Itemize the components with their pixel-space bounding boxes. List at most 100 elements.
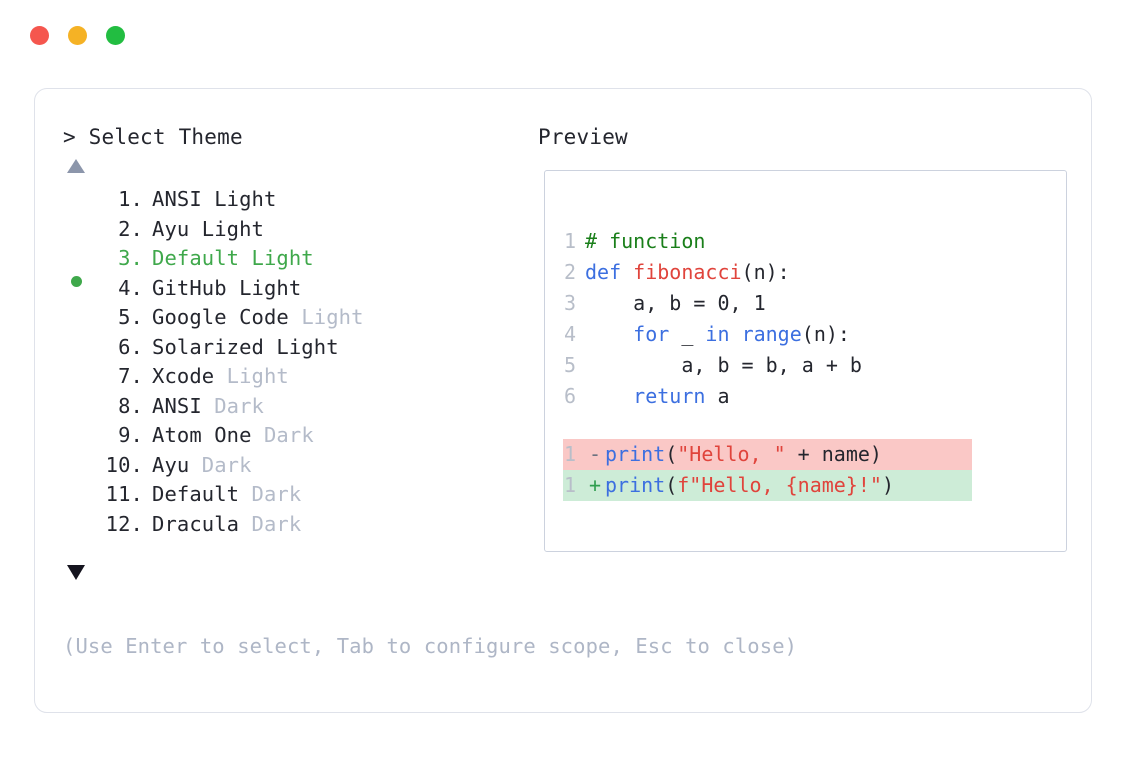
theme-item-name: Default bbox=[152, 482, 240, 506]
diff-line-text: print("Hello, " + name) bbox=[605, 439, 882, 470]
theme-list-panel: > Select Theme 1. ANSI Light 2. Ayu Light 3.… bbox=[63, 123, 538, 589]
theme-item-name: Default Light bbox=[152, 246, 314, 270]
code-token: def bbox=[585, 260, 634, 284]
code-token: + name) bbox=[785, 442, 882, 466]
code-token: _ bbox=[669, 322, 706, 346]
theme-list-item[interactable]: 7.Xcode Light bbox=[63, 362, 538, 392]
theme-item-name: Ayu Light bbox=[152, 216, 264, 241]
theme-list-item[interactable]: 3. Default Light bbox=[63, 244, 538, 287]
code-line-text: def fibonacci(n): bbox=[585, 257, 790, 288]
code-token: return bbox=[633, 384, 706, 408]
diff-line-del: 1-print("Hello, " + name) bbox=[563, 439, 972, 470]
code-line: 4 for _ in range(n): bbox=[563, 319, 1056, 350]
theme-item-index: 5. bbox=[118, 305, 143, 329]
theme-selector-card: > Select Theme 1. ANSI Light 2. Ayu Light 3.… bbox=[34, 88, 1092, 713]
theme-item-index: 3. bbox=[118, 246, 143, 270]
diff-line-add: 1+print(f"Hello, {name}!") bbox=[563, 470, 972, 501]
theme-item-index: 7. bbox=[118, 364, 143, 388]
diff-marker: - bbox=[588, 442, 602, 466]
keyboard-hint: (Use Enter to select, Tab to configure s… bbox=[63, 634, 798, 658]
code-token: a, b = b, a + b bbox=[585, 353, 862, 377]
code-token: print bbox=[605, 442, 666, 466]
theme-list-item[interactable]: 12.Dracula Dark bbox=[63, 510, 538, 540]
code-line: 6 return a bbox=[563, 381, 1056, 412]
select-theme-heading: > Select Theme bbox=[63, 125, 243, 149]
code-line-text: a, b = 0, 1 bbox=[585, 288, 766, 319]
theme-list-item[interactable]: 11. Default Dark bbox=[63, 480, 538, 510]
theme-item-name: Xcode bbox=[152, 364, 215, 388]
line-number: 3 bbox=[563, 291, 576, 315]
theme-list-item[interactable]: 4. GitHub Light bbox=[63, 274, 538, 304]
code-token: a bbox=[705, 384, 730, 408]
diff-line-text: print(f"Hello, {name}!") bbox=[605, 470, 894, 501]
minimize-window-button[interactable] bbox=[68, 26, 87, 45]
code-token: print bbox=[605, 473, 666, 497]
code-line: 2 def fibonacci(n): bbox=[563, 257, 1056, 288]
theme-item-index: 10. bbox=[105, 452, 143, 477]
theme-list-item[interactable]: 6. Solarized Light bbox=[63, 333, 538, 363]
code-token bbox=[585, 322, 633, 346]
line-number: 1 bbox=[563, 229, 576, 253]
theme-item-name: GitHub Light bbox=[152, 275, 302, 300]
theme-list-item[interactable]: 2. Ayu Light bbox=[63, 215, 538, 245]
theme-item-index: 12. bbox=[105, 511, 143, 536]
theme-list-item[interactable]: 8. ANSI Dark bbox=[63, 392, 538, 422]
code-token: (n): bbox=[741, 260, 790, 284]
theme-item-index: 4. bbox=[118, 275, 143, 300]
theme-item-index: 6. bbox=[118, 334, 143, 359]
maximize-window-button[interactable] bbox=[106, 26, 125, 45]
line-number: 5 bbox=[563, 353, 576, 377]
theme-item-name: Solarized Light bbox=[152, 334, 339, 359]
theme-item-index: 2. bbox=[118, 216, 143, 241]
code-token bbox=[585, 384, 633, 408]
theme-list-item[interactable]: 1. ANSI Light bbox=[63, 185, 538, 215]
theme-list[interactable]: 1. ANSI Light 2. Ayu Light 3. Default Light 4.… bbox=[63, 185, 538, 539]
theme-item-name: ANSI Light bbox=[152, 187, 277, 211]
code-line: 5 a, b = b, a + b bbox=[563, 350, 1056, 381]
theme-list-item[interactable]: 5.Google Code Light bbox=[63, 303, 538, 333]
close-window-button[interactable] bbox=[30, 26, 49, 45]
theme-item-index: 1. bbox=[118, 187, 143, 211]
code-token: ( bbox=[665, 473, 678, 497]
code-token: # function bbox=[585, 229, 706, 253]
code-token: "Hello, " bbox=[677, 442, 786, 466]
code-line: 1 # function bbox=[563, 226, 1056, 257]
theme-item-variant-tag: Dark bbox=[189, 452, 252, 477]
code-token: in bbox=[705, 322, 730, 346]
theme-item-name: Atom One bbox=[152, 423, 252, 447]
code-line-text: return a bbox=[585, 381, 730, 412]
theme-list-item[interactable]: 10. Ayu Dark bbox=[63, 451, 538, 481]
code-line-text: # function bbox=[585, 226, 705, 257]
theme-item-name: ANSI bbox=[152, 393, 202, 418]
selected-dot-icon bbox=[71, 276, 82, 287]
code-line-text: a, b = b, a + b bbox=[585, 350, 862, 381]
line-number: 2 bbox=[563, 260, 576, 284]
code-token: ( bbox=[665, 442, 678, 466]
code-token bbox=[730, 322, 742, 346]
theme-item-index: 11. bbox=[105, 482, 143, 506]
theme-item-index: 8. bbox=[118, 393, 143, 418]
code-line-text: for _ in range(n): bbox=[585, 319, 850, 350]
panels-row: > Select Theme 1. ANSI Light 2. Ayu Light 3.… bbox=[63, 123, 1067, 589]
code-token: (n): bbox=[801, 322, 850, 346]
theme-item-variant-tag: Dark bbox=[251, 423, 314, 447]
scroll-down-indicator[interactable] bbox=[63, 555, 538, 589]
theme-item-variant-tag: Dark bbox=[201, 393, 264, 418]
theme-item-name: Ayu bbox=[152, 452, 190, 477]
triangle-up-icon bbox=[67, 159, 85, 173]
code-token: f"Hello, {name}!" bbox=[677, 473, 882, 497]
line-number: 1 bbox=[563, 473, 576, 497]
code-token: a, b = 0, 1 bbox=[585, 291, 766, 315]
code-token: for bbox=[633, 322, 670, 346]
scroll-up-indicator[interactable] bbox=[63, 151, 538, 181]
theme-list-item[interactable]: 9.Atom One Dark bbox=[63, 421, 538, 451]
code-spacer bbox=[563, 412, 1056, 439]
code-token: ) bbox=[881, 473, 895, 497]
theme-item-variant-tag: Dark bbox=[239, 482, 302, 506]
code-line: 3 a, b = 0, 1 bbox=[563, 288, 1056, 319]
line-number: 1 bbox=[563, 442, 576, 466]
